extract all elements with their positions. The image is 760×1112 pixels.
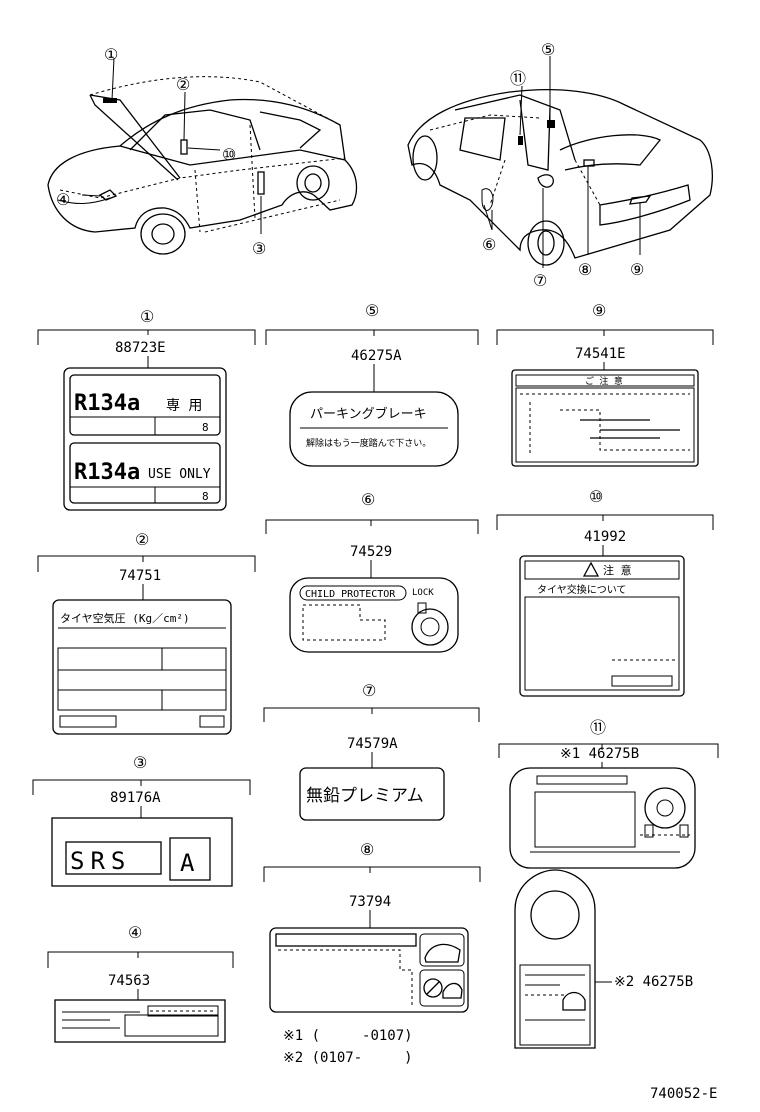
label-5-sticker	[289, 391, 459, 467]
car-callout-5: ⑤	[541, 40, 555, 59]
label-7-sticker	[299, 767, 445, 821]
label-7-text: 無鉛プレミアム	[306, 786, 424, 806]
label-5-line2: 解除はもう一度踏んで下さい。	[306, 437, 431, 449]
label-5-line1: パーキングブレーキ	[310, 406, 427, 422]
car-callout-8: ⑧	[578, 260, 592, 279]
part-number-6: 74529	[350, 544, 392, 560]
label-5-block: ⑤ 46275A パーキングブレーキ 解除はもう一度踏んで下さい。	[265, 301, 479, 467]
part-number-5: 46275A	[351, 348, 402, 364]
part-number-9: 74541E	[575, 346, 626, 362]
callout-9: ⑨	[592, 301, 606, 320]
part-number-10: 41992	[584, 529, 626, 545]
callout-5: ⑤	[365, 301, 379, 320]
note-2: ※2 (0107- )	[283, 1050, 413, 1066]
label-8-sticker	[269, 927, 469, 1013]
car-callouts: ① ② ⑩ ④ ③ ⑤ ⑪ ⑥ ⑦ ⑧ ⑨	[56, 40, 644, 290]
label-11-sticker-b	[514, 869, 596, 1049]
label-10-block: ⑩ 41992 注 意 タイヤ交換について	[496, 487, 714, 697]
label-3-block: ③ 89176A SRS A	[32, 753, 251, 887]
label-1-code-bottom: 8	[202, 490, 209, 503]
callout-8: ⑧	[360, 840, 374, 859]
car-callout-7: ⑦	[533, 271, 547, 290]
label-10-header: 注 意	[603, 563, 632, 577]
label-10-sticker	[519, 555, 685, 697]
part-number-7: 74579A	[347, 736, 398, 752]
label-1-sticker	[63, 367, 227, 511]
label-9-header: ご 注 意	[585, 375, 623, 387]
label-6-block: ⑥ 74529 CHILD PROTECTOR LOCK	[265, 490, 479, 653]
label-2-sticker	[52, 599, 232, 735]
callout-3: ③	[133, 753, 147, 772]
car-callout-10: ⑩	[222, 145, 236, 164]
label-1-senyou: 専 用	[166, 398, 202, 414]
part-number-11a: ※1 46275B	[560, 746, 639, 762]
label-3-a: A	[180, 849, 195, 877]
label-2-header: タイヤ空気圧 (Kg／cm²)	[60, 611, 190, 625]
car-callout-11: ⑪	[510, 69, 526, 88]
part-number-11b: ※2 46275B	[614, 974, 693, 990]
car-callout-6: ⑥	[482, 235, 496, 254]
part-number-3: 89176A	[110, 790, 161, 806]
footnotes: ※1 ( -0107) ※2 (0107- )	[283, 1028, 413, 1066]
car-callout-1: ①	[104, 45, 118, 64]
callout-2: ②	[135, 530, 149, 549]
diagram-code: 740052-E	[650, 1086, 717, 1102]
label-10-sub: タイヤ交換について	[537, 583, 626, 596]
label-1-r134a-bottom: R134a	[74, 460, 140, 485]
part-number-4: 74563	[108, 973, 150, 989]
callout-4: ④	[128, 923, 142, 942]
car-callout-3: ③	[252, 239, 266, 258]
label-11-sticker-a	[509, 767, 696, 869]
callout-7: ⑦	[362, 681, 376, 700]
label-6-lock: LOCK	[412, 588, 434, 598]
label-6-child-protector: CHILD PROTECTOR	[305, 589, 396, 600]
part-number-2: 74751	[119, 568, 161, 584]
label-9-sticker	[511, 369, 699, 467]
label-4-block: ④ 74563	[47, 923, 234, 1043]
part-number-8: 73794	[349, 894, 391, 910]
callout-6: ⑥	[361, 490, 375, 509]
callout-10: ⑩	[589, 487, 603, 506]
callout-1: ①	[140, 307, 154, 326]
label-3-srs: SRS	[70, 847, 131, 875]
car-callout-2: ②	[176, 75, 190, 94]
label-4-sticker	[54, 999, 226, 1043]
label-1-r134a-top: R134a	[74, 391, 140, 416]
car-callout-9: ⑨	[630, 260, 644, 279]
label-6-sticker	[289, 577, 459, 653]
label-11-block: ⑪ ※1 46275B ※2 46275B	[498, 718, 719, 1049]
note-1: ※1 ( -0107)	[283, 1028, 413, 1044]
label-8-block: ⑧ 73794	[263, 840, 481, 1013]
label-1-code-top: 8	[202, 421, 209, 434]
label-9-block: ⑨ 74541E ご 注 意	[496, 301, 714, 467]
callout-11: ⑪	[590, 718, 606, 737]
car-callout-4: ④	[56, 190, 70, 209]
part-number-1: 88723E	[115, 340, 166, 356]
car-rear-view	[407, 56, 713, 268]
label-3-sticker	[51, 817, 233, 887]
label-1-block: ① 88723E R134a 専 用 8 R134a USE ONLY 8	[37, 307, 256, 511]
label-2-block: ② 74751 タイヤ空気圧 (Kg／cm²)	[37, 530, 256, 735]
car-front-view	[47, 57, 358, 255]
label-1-use-only: USE ONLY	[148, 467, 211, 482]
label-7-block: ⑦ 74579A 無鉛プレミアム	[263, 681, 480, 821]
